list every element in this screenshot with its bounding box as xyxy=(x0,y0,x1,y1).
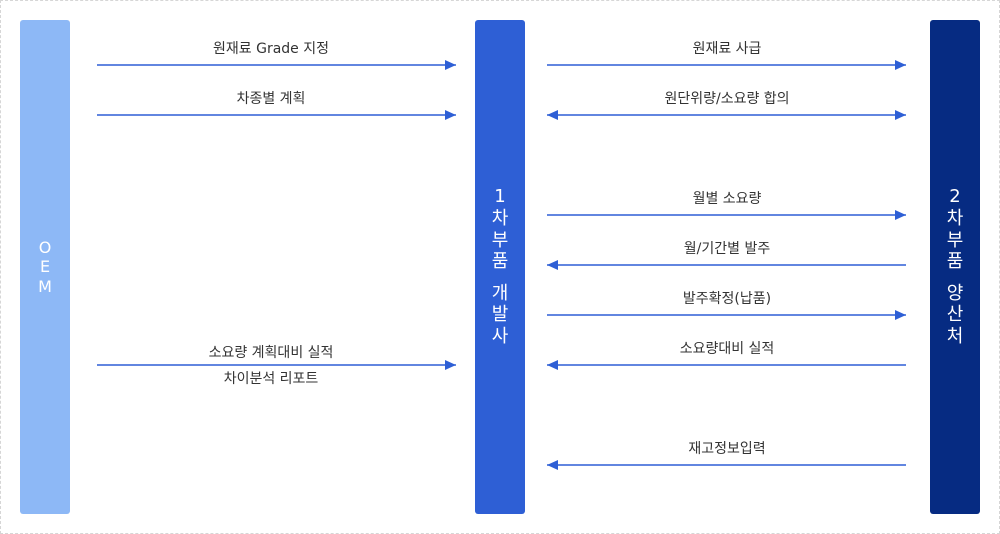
arrow-head xyxy=(445,110,456,120)
flow-label-unit-usage-agreement: 원단위량/소요량 합의 xyxy=(664,91,790,107)
arrow-head xyxy=(895,210,906,220)
arrow-head xyxy=(547,360,558,370)
arrow-head xyxy=(547,260,558,270)
flow-label-usage-vs-plan: 소요량 계획대비 실적 xyxy=(208,345,334,361)
flow-label-variance-report: 차이분석 리포트 xyxy=(223,371,319,387)
flow-label-model-plan: 차종별 계획 xyxy=(236,91,306,107)
arrow-head xyxy=(895,60,906,70)
flow-label-inventory-input: 재고정보입력 xyxy=(688,441,766,457)
arrow-head xyxy=(445,60,456,70)
flow-label-order-confirm: 발주확정(납품) xyxy=(682,291,772,307)
flow-label-monthly-usage: 월별 소요량 xyxy=(692,191,762,207)
flow-label-material-supply: 원재료 사급 xyxy=(692,41,762,57)
flow-label-usage-vs-actual: 소요량대비 실적 xyxy=(679,341,775,357)
arrow-head xyxy=(895,310,906,320)
arrow-head xyxy=(895,110,906,120)
arrow-head xyxy=(547,460,558,470)
arrow-head xyxy=(445,360,456,370)
arrow-head xyxy=(547,110,558,120)
flow-label-grade: 원재료 Grade 지정 xyxy=(213,41,329,57)
flow-label-period-order: 월/기간별 발주 xyxy=(683,241,771,257)
